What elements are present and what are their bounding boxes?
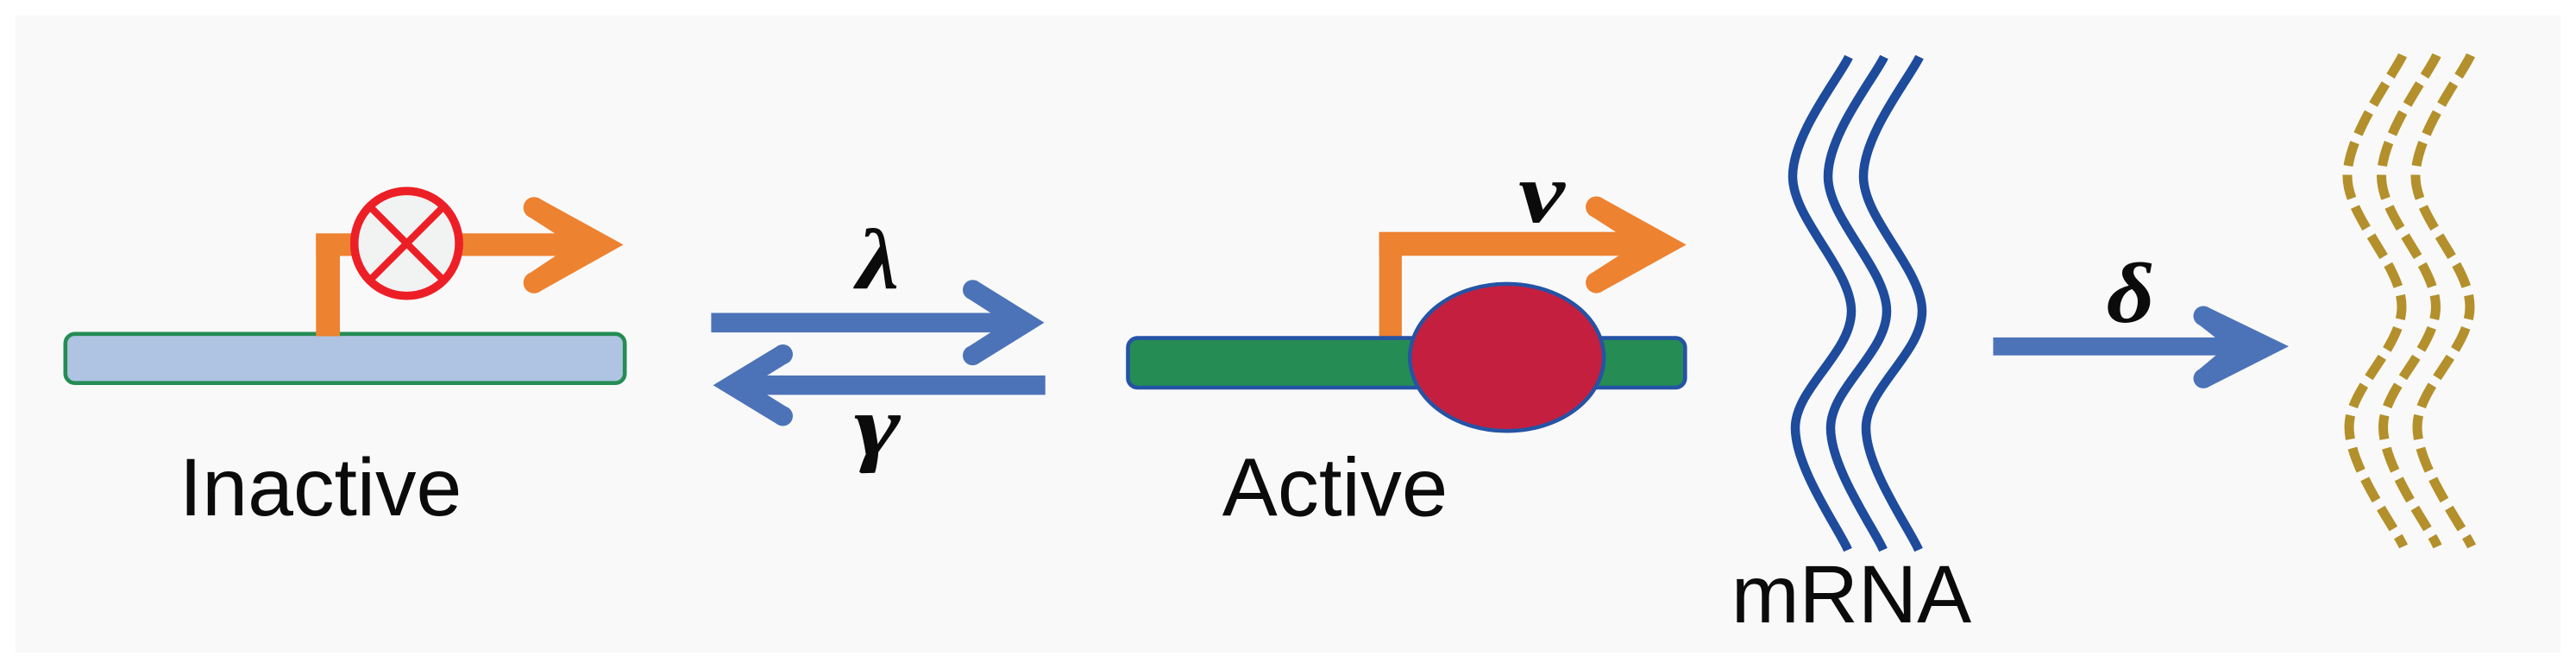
svg-text:γ: γ	[854, 379, 902, 474]
svg-text:ν: ν	[1518, 146, 1567, 242]
svg-text:δ: δ	[2107, 245, 2155, 341]
svg-text:λ: λ	[853, 211, 899, 307]
svg-text:mRNA: mRNA	[1731, 549, 1971, 641]
svg-text:Inactive: Inactive	[179, 442, 462, 533]
svg-text:Active: Active	[1222, 442, 1448, 534]
